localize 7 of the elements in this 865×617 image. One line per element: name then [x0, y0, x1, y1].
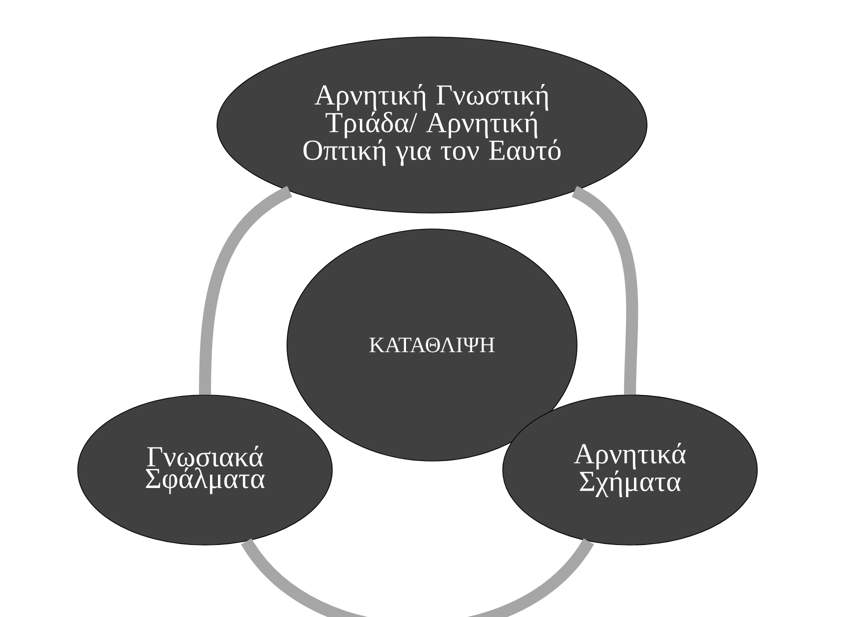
ellipse-node: Γνωσιακά Σφάλματα — [77, 394, 333, 546]
ring-segment — [241, 538, 594, 617]
ellipse-node: Αρνητική Γνωστική Τριάδα/ Αρνητική Οπτική για τον Εαυτό — [216, 36, 648, 214]
ring-segment — [199, 186, 293, 395]
ring-segment — [571, 186, 638, 395]
ellipse-node: Αρνητικά Σχήματα — [502, 394, 758, 546]
ellipse-node: ΚΑΤΑΘΛΙΨΗ — [286, 228, 578, 462]
